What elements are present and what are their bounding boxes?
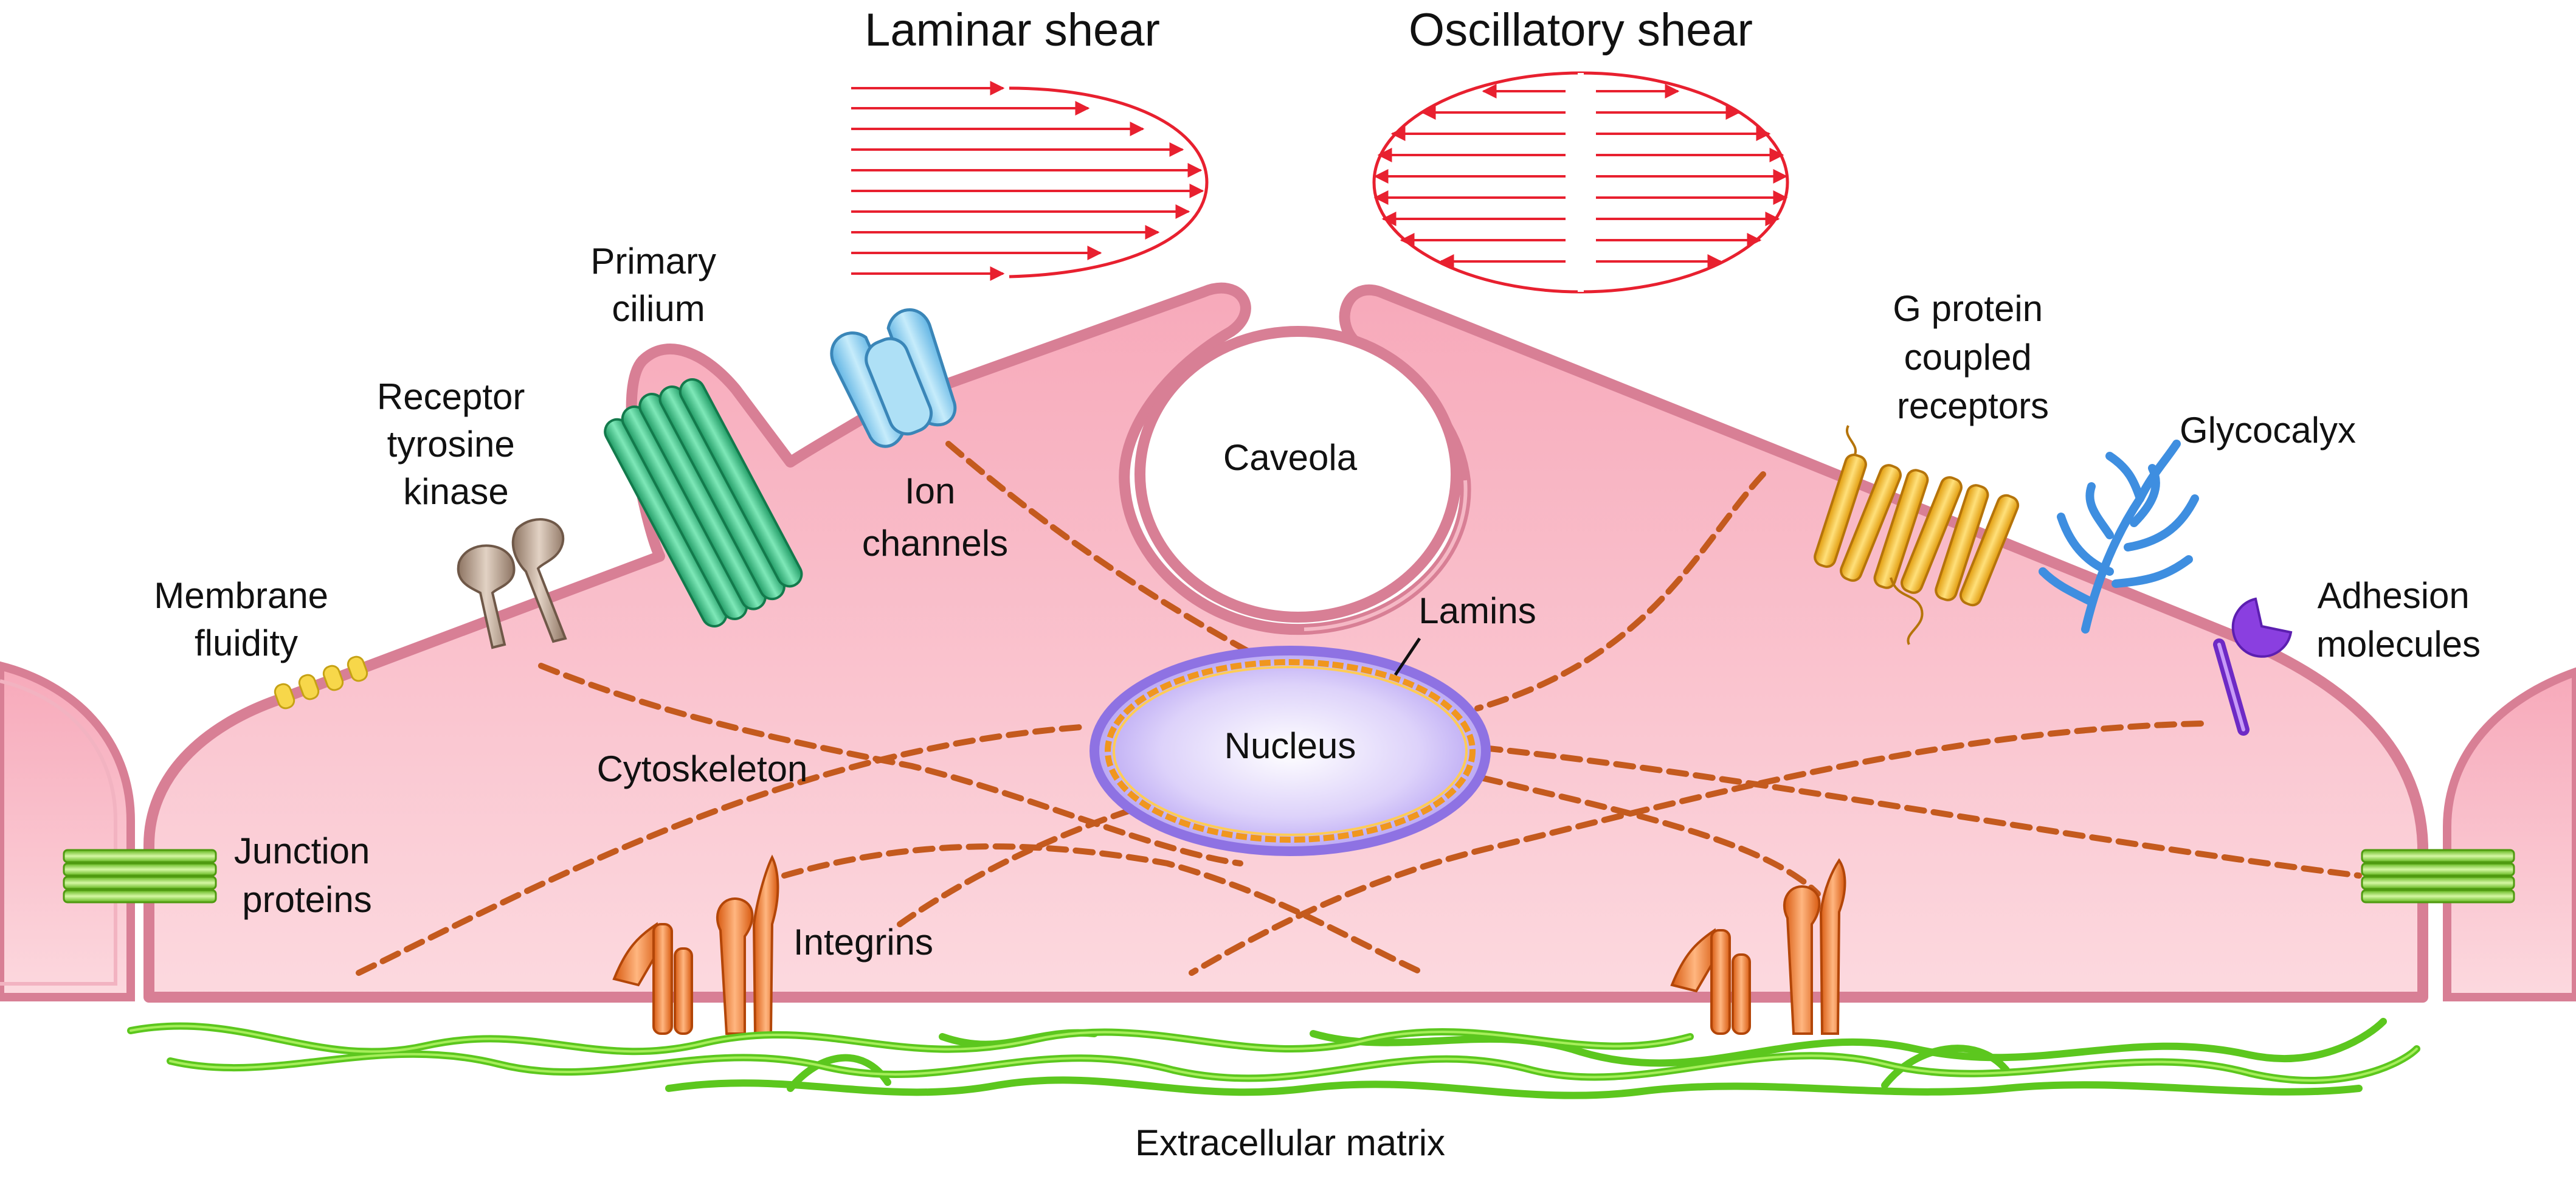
label-lamins: Lamins: [1418, 590, 1536, 631]
label-glycocalyx: Glycocalyx: [2180, 410, 2356, 451]
adhesion-molecule-icon: [2213, 597, 2293, 736]
membrane-fluidity-icon: [274, 655, 368, 710]
label-receptor-tyrosine-kinase: Receptor tyrosine kinase: [377, 376, 535, 512]
glycocalyx-icon: [2039, 440, 2199, 634]
receptor-tyrosine-kinase-icon: [457, 518, 567, 649]
nucleus: [1089, 646, 1491, 856]
extracellular-matrix-fibers: [127, 1018, 2420, 1099]
integrin-pair-right: [1670, 858, 1846, 1035]
cytoskeleton-filaments: [356, 441, 2362, 976]
label-primary-cilium: Primary cilium: [590, 241, 726, 329]
lamins-leader-line: [1393, 637, 1421, 676]
oscillatory-shear-profile: [1372, 71, 1789, 294]
label-ion-channels: Ion channels: [862, 471, 1008, 564]
right-neighbor-cell: [2443, 667, 2576, 1001]
label-membrane-fluidity: Membrane fluidity: [154, 575, 338, 663]
junction-protein-right: [2361, 849, 2515, 904]
label-adhesion-molecules: Adhesion molecules: [2316, 575, 2481, 665]
label-extracellular-matrix: Extracellular matrix: [1135, 1122, 1445, 1163]
label-nucleus: Nucleus: [1224, 725, 1356, 766]
label-junction-proteins: Junction proteins: [234, 831, 380, 920]
primary-cilium-icon: [604, 378, 803, 627]
label-cytoskeleton: Cytoskeleton: [597, 748, 808, 789]
label-integrins: Integrins: [793, 922, 933, 963]
label-caveola: Caveola: [1223, 437, 1358, 478]
label-laminar-shear: Laminar shear: [865, 4, 1160, 56]
integrin-pair-left: [612, 854, 779, 1035]
laminar-shear-profile: [851, 81, 1209, 281]
lamins: [1105, 659, 1476, 843]
label-oscillatory-shear: Oscillatory shear: [1409, 4, 1753, 56]
g-protein-coupled-receptor-icon: [1814, 425, 2020, 645]
left-neighbor-cell: [0, 661, 135, 1001]
caveola: [1134, 326, 1462, 623]
label-g-protein-coupled-receptors: G protein coupled receptors: [1893, 288, 2053, 426]
ion-channel-icon: [830, 308, 957, 448]
junction-protein-left: [63, 849, 217, 904]
